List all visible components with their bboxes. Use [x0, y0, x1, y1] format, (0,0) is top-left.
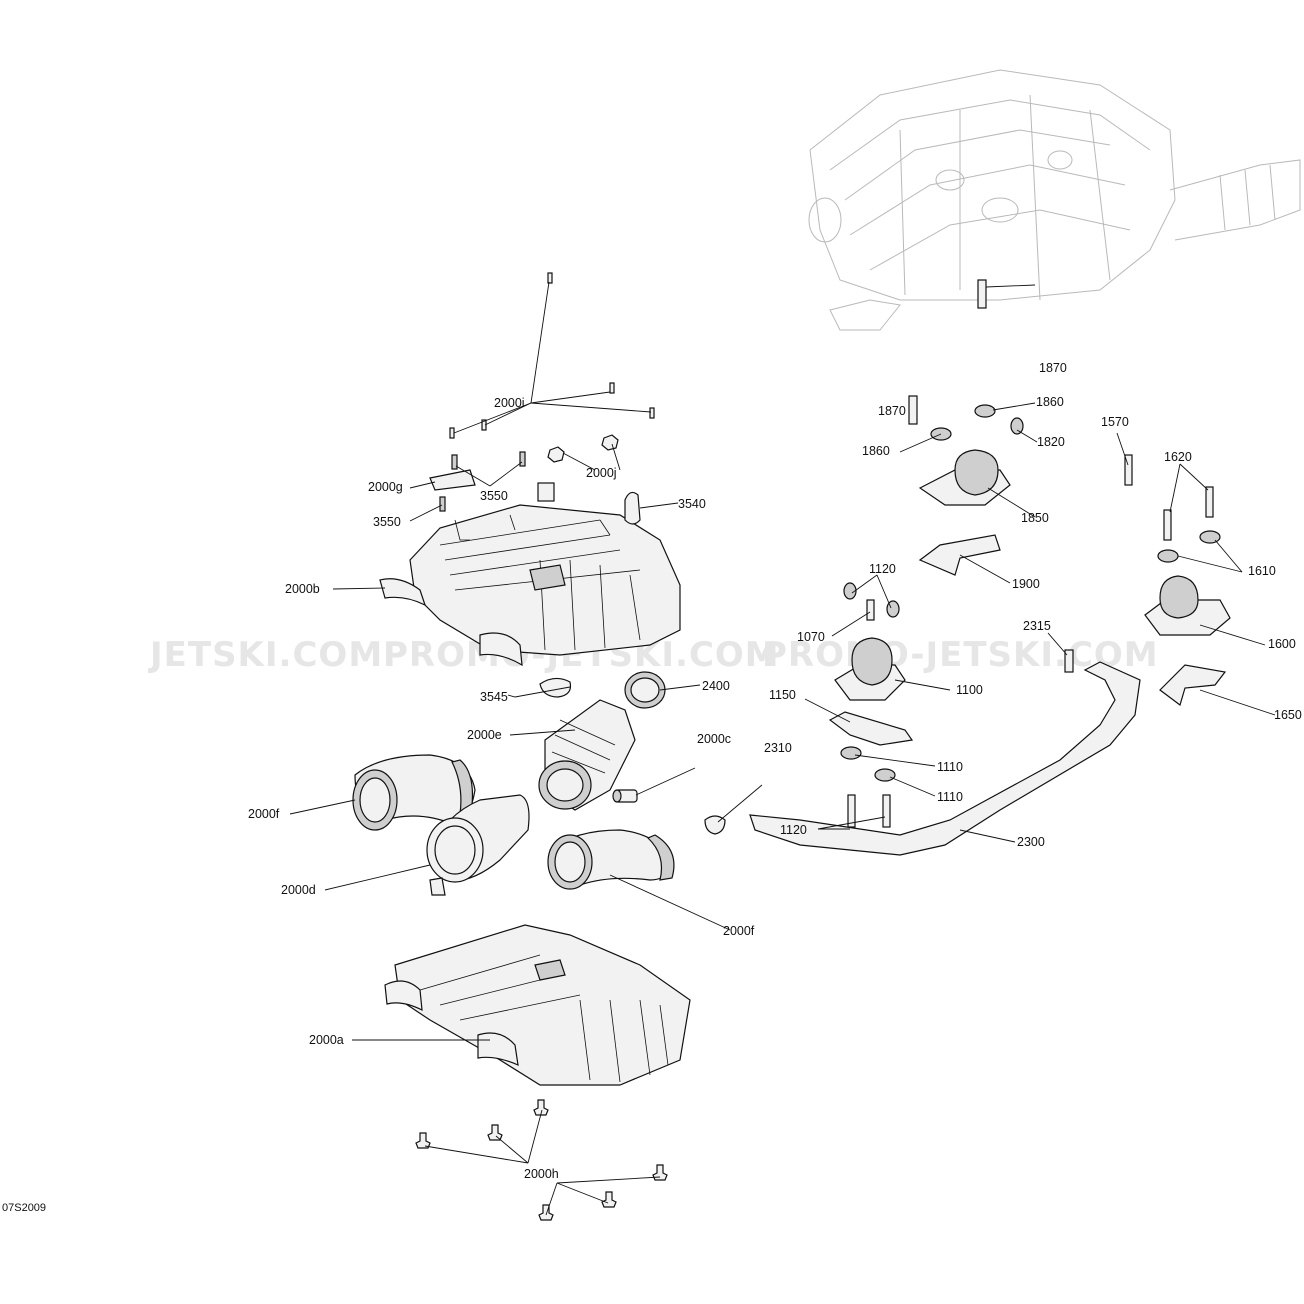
fitting-2000c: [612, 789, 638, 803]
callout-1870-lower: 1870: [878, 404, 906, 418]
callout-2000i: 2000i: [494, 396, 525, 410]
callout-1870-upper: 1870: [1039, 361, 1067, 375]
callout-1650: 1650: [1274, 708, 1302, 722]
nut-1820: [1010, 417, 1024, 435]
callout-2000a: 2000a: [309, 1033, 344, 1047]
callout-2000d: 2000d: [281, 883, 316, 897]
intake-manifold-upper: [409, 482, 681, 656]
bolt-set-1620: [1163, 486, 1214, 541]
callout-3545: 3545: [480, 690, 508, 704]
washer-1860a: [974, 404, 996, 418]
callout-2000e: 2000e: [467, 728, 502, 742]
manifold-flange-lower: [479, 632, 523, 667]
callout-2000h: 2000h: [524, 1167, 559, 1181]
stud-set-2000h: [415, 1099, 668, 1221]
callout-2000f-lower: 2000f: [723, 924, 755, 938]
fitting-2315: [1064, 649, 1074, 673]
callout-1620: 1620: [1164, 450, 1192, 464]
callout-1850: 1850: [1021, 511, 1049, 525]
callout-1860-lower: 1860: [862, 444, 890, 458]
callout-3550-lower: 3550: [373, 515, 401, 529]
screw-set-3550: [439, 451, 526, 512]
callout-1570: 1570: [1101, 415, 1129, 429]
callout-2310: 2310: [764, 741, 792, 755]
watermark-text-1: JETSKI.COM: [148, 635, 383, 675]
callout-2000g: 2000g: [368, 480, 403, 494]
engine-mount-1600: [1144, 575, 1231, 636]
callout-1860-upper: 1860: [1036, 395, 1064, 409]
shim-1650: [1159, 664, 1227, 706]
callout-1900: 1900: [1012, 577, 1040, 591]
washer-1110a: [840, 746, 862, 760]
intake-tube-2000d: [426, 794, 530, 896]
engine-ghost-illustration: [808, 69, 1301, 331]
callout-1120-upper: 1120: [869, 562, 896, 576]
callout-1150: 1150: [769, 688, 796, 702]
callout-1100: 1100: [956, 683, 983, 697]
callout-3550-upper: 3550: [480, 489, 508, 503]
gasket-3545: [539, 677, 572, 698]
callout-1120-lower: 1120: [780, 823, 807, 837]
callout-2000c: 2000c: [697, 732, 731, 746]
drawing-code: 07S2009: [2, 1202, 46, 1214]
callout-1070: 1070: [797, 630, 825, 644]
bolt-1570: [1124, 454, 1133, 486]
hose-2300: [749, 661, 1141, 856]
callout-labels: 2000i 2000j 3550 2000g 3550 3540 2000b 3…: [248, 361, 1302, 1181]
callout-2300: 2300: [1017, 835, 1045, 849]
callout-1110-upper: 1110: [937, 760, 963, 774]
shim-1150: [828, 711, 914, 746]
manifold-flange-2000b: [379, 578, 427, 607]
callout-2000f-upper: 2000f: [248, 807, 280, 821]
intake-tube-2000f-upper: [352, 754, 476, 831]
nut-set-2000j: [547, 434, 619, 463]
engine-mount-1850: [918, 449, 1011, 506]
callout-2000j: 2000j: [586, 466, 617, 480]
leader-lines: [289, 281, 1276, 1216]
throttle-adapter-2000e: [538, 699, 636, 811]
intake-manifold-lower-2000a: [384, 924, 691, 1086]
gasket-2000g: [429, 469, 476, 491]
callout-2315: 2315: [1023, 619, 1051, 633]
intake-tube-2000f-lower: [547, 829, 675, 890]
washer-1110b: [874, 768, 896, 782]
bolt-1870: [908, 279, 987, 425]
callout-1820: 1820: [1037, 435, 1065, 449]
callout-2000b: 2000b: [285, 582, 320, 596]
callout-3540: 3540: [678, 497, 706, 511]
callout-1110-lower: 1110: [937, 790, 963, 804]
callout-2400: 2400: [702, 679, 730, 693]
engine-mount-1100: [834, 637, 906, 701]
gasket-3540: [624, 491, 641, 525]
screw-set-2000i: [449, 272, 655, 439]
callout-1600: 1600: [1268, 637, 1296, 651]
bolt-set-1120-lower: [847, 794, 891, 828]
callout-1610: 1610: [1248, 564, 1276, 578]
bolt-1070: [866, 599, 875, 621]
